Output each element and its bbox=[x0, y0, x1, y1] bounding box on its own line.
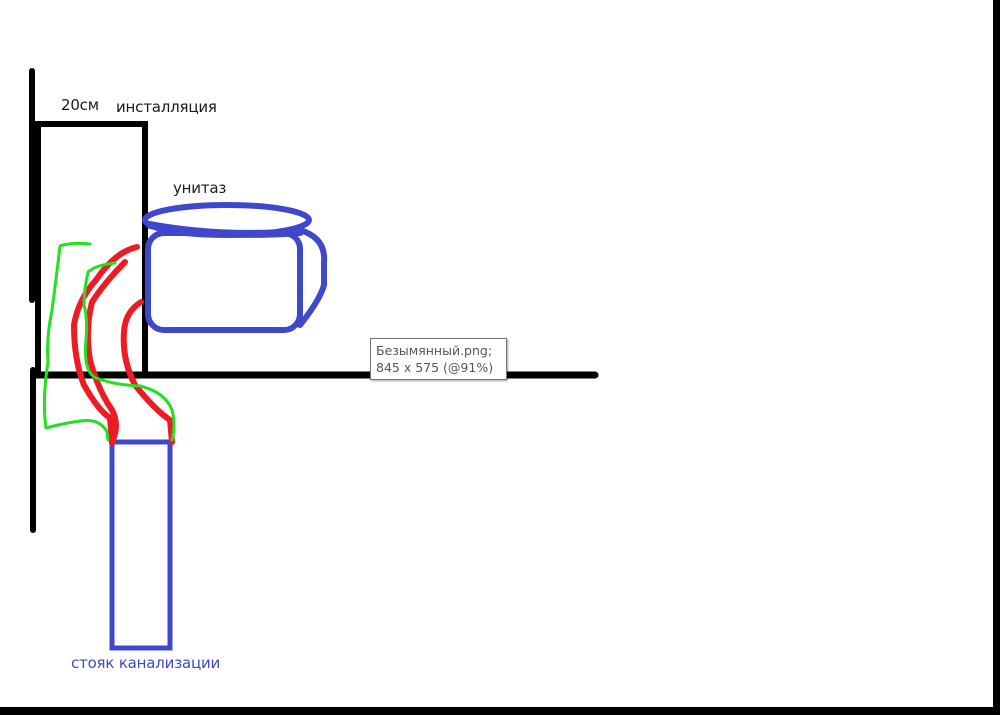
wall-lines bbox=[29, 68, 599, 533]
riser-pipe bbox=[109, 439, 173, 651]
red-pipe-lines bbox=[71, 244, 175, 446]
green-pipe-lines bbox=[42, 241, 176, 442]
width-label: 20см bbox=[61, 96, 99, 114]
toilet-shape bbox=[142, 202, 328, 333]
file-info-tooltip: Безымянный.png; 845 x 575 (@91%) bbox=[370, 338, 507, 380]
riser-label: стояк канализации bbox=[71, 654, 221, 672]
tooltip-dimensions: 845 x 575 (@91%) bbox=[376, 360, 494, 375]
tooltip-filename: Безымянный.png; bbox=[376, 343, 493, 358]
toilet-label: унитаз bbox=[173, 179, 227, 197]
installation-label: инсталляция bbox=[116, 98, 217, 116]
